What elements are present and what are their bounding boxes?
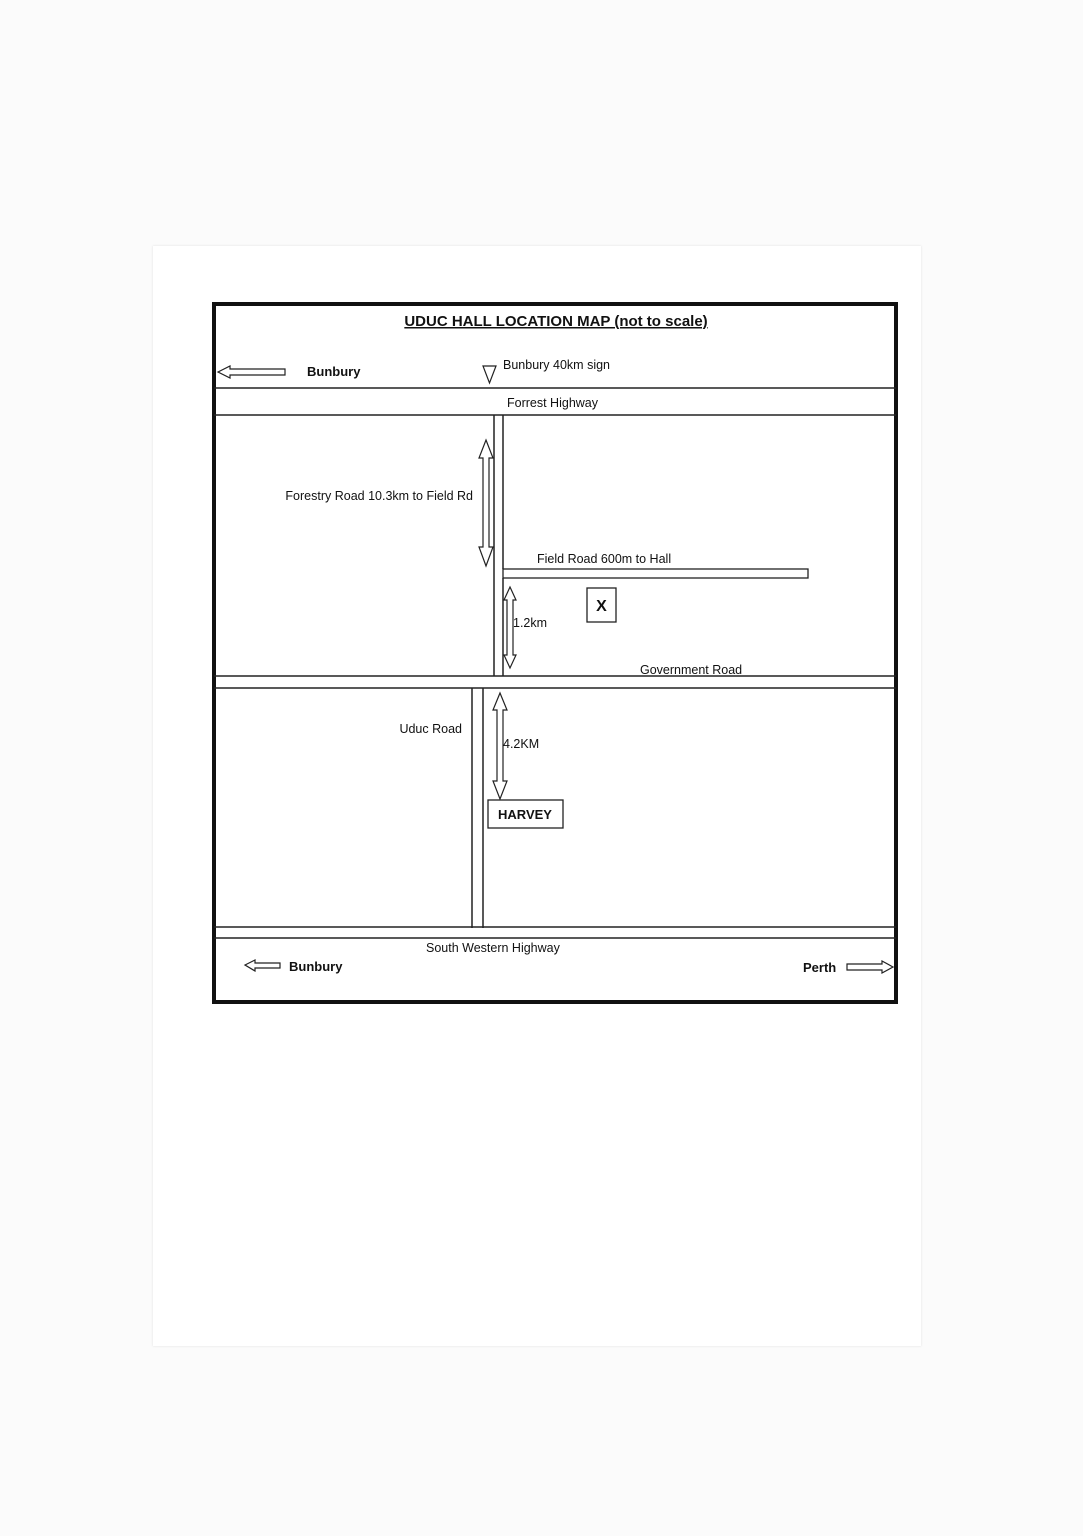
government-road-label: Government Road — [640, 663, 742, 677]
arrow-left-icon — [243, 959, 281, 973]
double-arrow-icon — [492, 691, 508, 801]
forestry-road-label: Forestry Road 10.3km to Field Rd — [285, 489, 473, 503]
hall-marker-box — [586, 587, 617, 623]
hall-marker: X — [596, 598, 607, 615]
bunbury-bottom-label: Bunbury — [289, 959, 343, 974]
arrow-right-icon — [846, 959, 895, 975]
harvey-label: HARVEY — [498, 807, 552, 822]
distance-4-2-label: 4.2KM — [503, 737, 539, 751]
uduc-road-label: Uduc Road — [399, 722, 462, 736]
south-western-highway-label: South Western Highway — [426, 941, 561, 955]
distance-1-2-label: 1.2km — [513, 616, 547, 630]
map-title: UDUC HALL LOCATION MAP (not to scale) — [404, 313, 707, 330]
double-arrow-icon — [503, 585, 517, 670]
bunbury-sign-label: Bunbury 40km sign — [503, 358, 610, 372]
double-arrow-icon — [478, 438, 494, 568]
field-road-label: Field Road 600m to Hall — [537, 552, 671, 566]
map-frame — [212, 302, 898, 1004]
bunbury-top-label: Bunbury — [307, 364, 361, 379]
arrow-left-icon — [216, 365, 286, 379]
perth-label: Perth — [803, 960, 836, 975]
harvey-box — [487, 799, 564, 829]
forrest-highway-label: Forrest Highway — [507, 396, 599, 410]
field-road — [502, 568, 809, 579]
sign-triangle-icon — [482, 365, 497, 385]
